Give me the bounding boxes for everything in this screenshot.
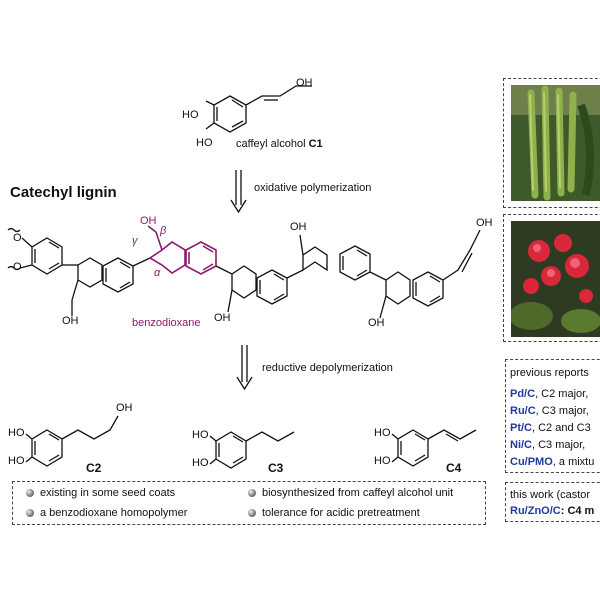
polymer-oh-label-6: OH — [476, 217, 493, 229]
report-item-1: Pd/C, C2 major, — [510, 389, 588, 400]
photo-box-2 — [503, 214, 600, 342]
bullet-icon — [26, 489, 34, 497]
polymer-oh-label-4: OH — [290, 221, 307, 233]
previous-reports-box — [505, 359, 600, 473]
c1-ring — [213, 95, 247, 133]
vanilla-pods-photo — [511, 85, 600, 201]
c1-sidechain — [245, 85, 312, 106]
c3-ho-label-1: HO — [192, 429, 209, 441]
polymer-oh-label-5: OH — [368, 317, 385, 329]
beta-label: β — [160, 225, 167, 237]
c2-ring — [31, 429, 63, 467]
feature-item-3: a benzodioxane homopolymer — [26, 507, 187, 519]
report-text-2: , C3 major, — [535, 405, 589, 417]
catalyst-1: Pd/C — [510, 388, 536, 400]
c2-code: C2 — [86, 461, 102, 475]
c1-code: C1 — [308, 138, 323, 150]
report-item-5: Cu/PMO, a mixtu — [510, 457, 594, 468]
alpha-label: α — [154, 267, 161, 279]
feature-text-2: biosynthesized from caffeyl alcohol unit — [262, 487, 454, 499]
step2-label: reductive depolymerization — [262, 362, 393, 374]
castor-flower-photo — [511, 221, 600, 337]
feature-text-4: tolerance for acidic pretreatment — [262, 507, 420, 519]
bullet-icon — [248, 509, 256, 517]
c2-ho-label-2: HO — [8, 455, 25, 467]
catalyst-3: Pt/C — [510, 422, 532, 434]
report-item-3: Pt/C, C2 and C3 — [510, 423, 591, 434]
polymer-oh-label-1: OH — [62, 315, 79, 327]
catalyst-5: Cu/PMO — [510, 456, 553, 468]
catalyst-2: Ru/C — [510, 405, 536, 417]
this-work-heading: this work (castor — [510, 489, 591, 501]
polymer-ring-3 — [256, 269, 288, 305]
c1-ho-label-1: HO — [182, 109, 199, 121]
report-text-1: , C2 major, — [535, 388, 589, 400]
c1-name-text: caffeyl alcohol — [236, 138, 309, 150]
c1-ho-label-2: HO — [196, 137, 213, 149]
feature-item-2: biosynthesized from caffeyl alcohol unit — [248, 487, 453, 499]
report-item-4: Ni/C, C3 major, — [510, 440, 585, 451]
report-text-5: , a mixtu — [552, 456, 595, 468]
c3-code: C3 — [268, 461, 284, 475]
step1-label: oxidative polymerization — [254, 182, 372, 194]
feature-item-4: tolerance for acidic pretreatment — [248, 507, 420, 519]
c1-oh-label: OH — [296, 77, 313, 89]
this-work-box — [505, 482, 600, 522]
c4-ho-label-1: HO — [374, 427, 391, 439]
feature-text-3: a benzodioxane homopolymer — [40, 507, 188, 519]
bullet-icon — [26, 509, 34, 517]
this-work-text: : C4 m — [560, 505, 595, 517]
polymer-ring-2 — [102, 257, 134, 293]
report-item-2: Ru/C, C3 major, — [510, 406, 589, 417]
polymer-oh-label-3: OH — [214, 312, 231, 324]
previous-reports-heading: previous reports — [510, 367, 589, 379]
polymer-ring-5 — [412, 271, 444, 307]
polymer-ring-1 — [31, 237, 63, 275]
c4-ho-label-2: HO — [374, 455, 391, 467]
polymer-ring-4 — [339, 245, 371, 281]
this-work-catalyst: Ru/ZnO/C — [510, 505, 561, 517]
c3-ho-label-2: HO — [192, 457, 209, 469]
features-box — [12, 481, 486, 525]
c4-ring — [397, 429, 429, 467]
polymer-o-label-1: O — [13, 232, 22, 244]
report-text-4: , C3 major, — [532, 439, 586, 451]
page-title: Catechyl lignin — [10, 184, 117, 201]
benzodioxane-label: benzodioxane — [132, 317, 201, 329]
gamma-label: γ — [132, 235, 138, 247]
c2-ho-label-1: HO — [8, 427, 25, 439]
c1-name: caffeyl alcohol C1 — [236, 139, 323, 150]
this-work-result: Ru/ZnO/C: C4 m — [510, 506, 594, 517]
polymer-oh-label-2: OH — [140, 215, 157, 227]
report-text-3: , C2 and C3 — [532, 422, 591, 434]
c3-ring — [215, 431, 247, 469]
feature-item-1: existing in some seed coats — [26, 487, 175, 499]
polymer-o-label-2: O — [13, 261, 22, 273]
c2-oh-label: OH — [116, 402, 133, 414]
feature-text-1: existing in some seed coats — [40, 487, 176, 499]
catalyst-4: Ni/C — [510, 439, 532, 451]
photo-box-1 — [503, 78, 600, 208]
benzodioxane-ring — [185, 241, 217, 275]
c4-code: C4 — [446, 461, 462, 475]
bullet-icon — [248, 489, 256, 497]
